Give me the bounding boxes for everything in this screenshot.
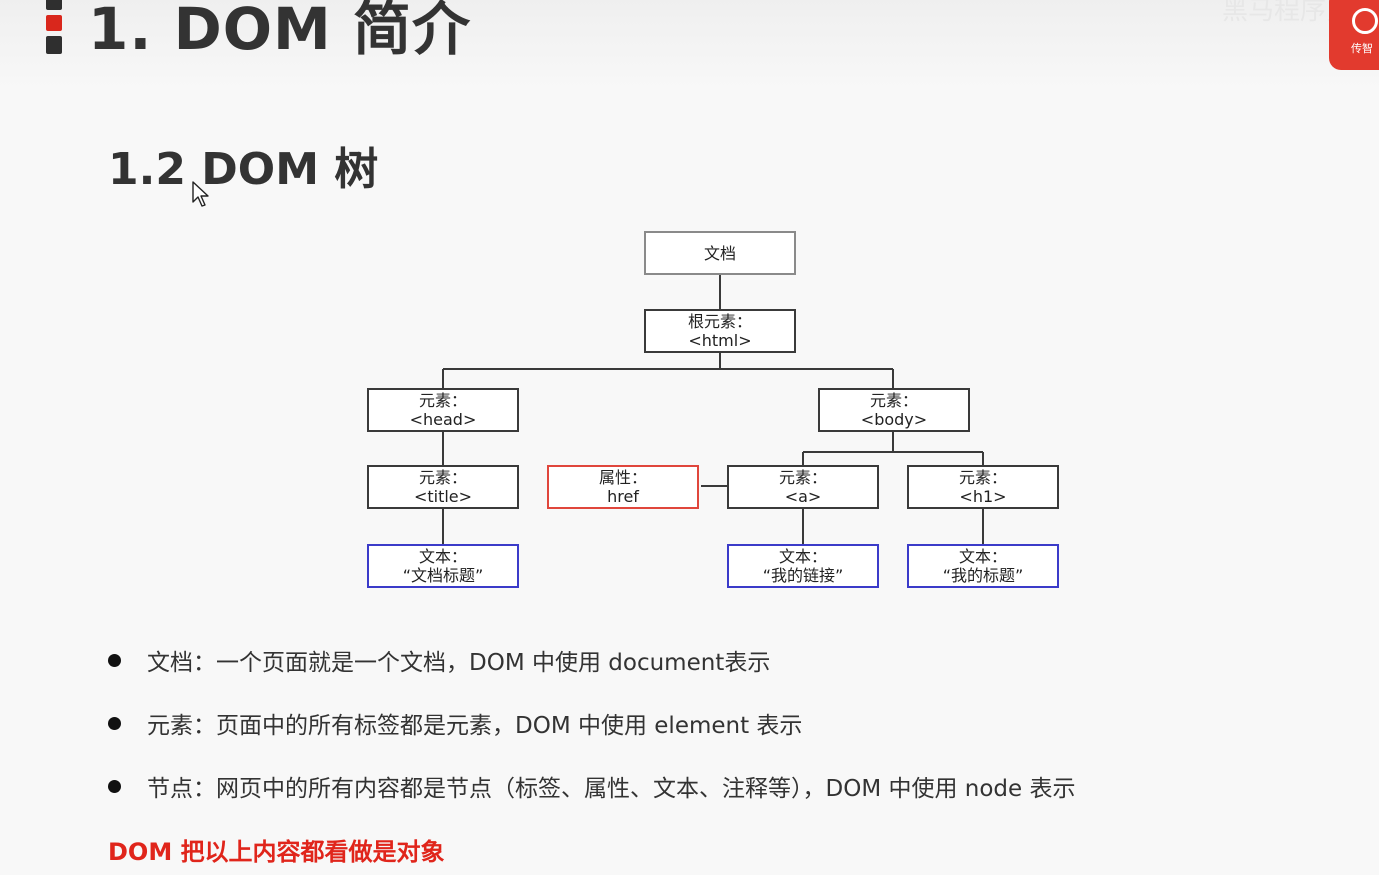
- node-text-title-value: “文档标题”: [402, 566, 484, 585]
- node-text-title: 文本： “文档标题”: [367, 544, 519, 588]
- bullet-dot-icon: [108, 716, 121, 730]
- node-text-heading-value: “我的标题”: [942, 566, 1024, 585]
- node-title-tag: <title>: [413, 487, 473, 506]
- node-a-tag: <a>: [784, 487, 822, 506]
- logo-ring-icon: [1352, 8, 1378, 34]
- node-text-link-value: “我的链接”: [762, 566, 844, 585]
- bullet-dot-icon: [108, 779, 121, 793]
- node-title-type: 元素：: [418, 468, 467, 487]
- node-html: 根元素： <html>: [644, 309, 796, 353]
- node-html-type: 根元素：: [687, 312, 752, 331]
- bullet-node: 节点：网页中的所有内容都是节点（标签、属性、文本、注释等），DOM 中使用 no…: [108, 769, 1076, 803]
- node-text-heading-type: 文本：: [958, 547, 1007, 566]
- node-body: 元素： <body>: [818, 388, 970, 432]
- node-head: 元素： <head>: [367, 388, 519, 432]
- node-h1-type: 元素：: [958, 468, 1007, 487]
- node-text-link-type: 文本：: [778, 547, 827, 566]
- title-bar-middle: [46, 15, 62, 31]
- node-text-title-type: 文本：: [418, 547, 467, 566]
- bullet-document: 文档：一个页面就是一个文档，DOM 中使用 document表示: [108, 643, 770, 677]
- node-document: 文档: [644, 231, 796, 275]
- mouse-cursor-icon: [192, 181, 209, 207]
- node-text-link: 文本： “我的链接”: [727, 544, 879, 588]
- logo-text: 传智: [1351, 42, 1373, 55]
- node-text-heading: 文本： “我的标题”: [907, 544, 1059, 588]
- bullet-document-text: 文档：一个页面就是一个文档，DOM 中使用 document表示: [147, 650, 771, 676]
- node-a: 元素： <a>: [727, 465, 879, 509]
- node-attribute-href: 属性： href: [547, 465, 699, 509]
- node-attribute-type: 属性：: [598, 468, 647, 487]
- node-head-tag: <head>: [409, 410, 477, 429]
- bullet-node-text: 节点：网页中的所有内容都是节点（标签、属性、文本、注释等），DOM 中使用 no…: [147, 776, 1076, 802]
- conclusion-text: DOM 把以上内容都看做是对象: [108, 838, 445, 866]
- node-html-tag: <html>: [688, 331, 752, 350]
- node-head-type: 元素：: [418, 391, 467, 410]
- section-subtitle: 1.2 DOM 树: [108, 144, 379, 195]
- node-body-tag: <body>: [860, 410, 928, 429]
- slide-title: 1. DOM 简介: [88, 0, 471, 63]
- node-h1: 元素： <h1>: [907, 465, 1059, 509]
- title-bar-top: [46, 0, 62, 10]
- node-attribute-name: href: [607, 487, 639, 506]
- node-h1-tag: <h1>: [959, 487, 1007, 506]
- title-bar-bottom: [46, 36, 62, 54]
- node-document-label: 文档: [703, 243, 736, 263]
- node-body-type: 元素：: [869, 391, 918, 410]
- node-title: 元素： <title>: [367, 465, 519, 509]
- node-a-type: 元素：: [778, 468, 827, 487]
- bullet-element: 元素：页面中的所有标签都是元素，DOM 中使用 element 表示: [108, 706, 802, 740]
- bullet-element-text: 元素：页面中的所有标签都是元素，DOM 中使用 element 表示: [147, 713, 803, 739]
- bullet-dot-icon: [108, 653, 121, 667]
